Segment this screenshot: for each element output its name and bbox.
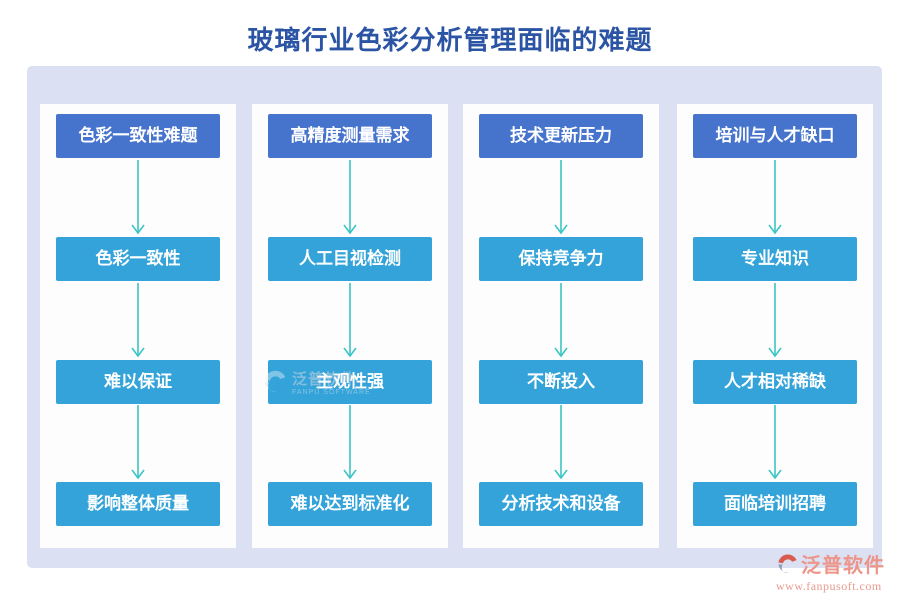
flow-box: 难以达到标准化	[268, 482, 432, 526]
flow-box: 色彩一致性难题	[56, 114, 220, 158]
flow-column-2: 高精度测量需求 人工目视检测 主观性强 难以达到标准化	[252, 104, 448, 548]
down-arrow-icon	[554, 283, 568, 358]
flow-box: 培训与人才缺口	[693, 114, 857, 158]
down-arrow-icon	[554, 405, 568, 480]
down-arrow-icon	[131, 283, 145, 358]
down-arrow-icon	[554, 160, 568, 235]
footer-brand-logo: 泛普软件 www.fanpusoft.com	[776, 549, 894, 594]
fanpu-logo-icon	[778, 554, 797, 573]
page-title: 玻璃行业色彩分析管理面临的难题	[247, 25, 653, 55]
down-arrow-icon	[343, 160, 357, 235]
down-arrow-icon	[131, 405, 145, 480]
flow-box: 人才相对稀缺	[693, 360, 857, 404]
down-arrow-icon	[768, 283, 782, 358]
flow-box: 色彩一致性	[56, 237, 220, 281]
footer-brand-text: 泛普软件	[801, 555, 885, 577]
down-arrow-icon	[768, 160, 782, 235]
flow-box: 难以保证	[56, 360, 220, 404]
flow-box: 分析技术和设备	[479, 482, 643, 526]
down-arrow-icon	[343, 283, 357, 358]
flow-box: 高精度测量需求	[268, 114, 432, 158]
down-arrow-icon	[131, 160, 145, 235]
footer-brand-url: www.fanpusoft.com	[776, 579, 882, 593]
down-arrow-icon	[768, 405, 782, 480]
flow-box: 专业知识	[693, 237, 857, 281]
flow-box: 保持竞争力	[479, 237, 643, 281]
down-arrow-icon	[343, 405, 357, 480]
flow-column-4: 培训与人才缺口 专业知识 人才相对稀缺 面临培训招聘	[677, 104, 873, 548]
flow-box: 技术更新压力	[479, 114, 643, 158]
flow-box: 人工目视检测	[268, 237, 432, 281]
diagram-panel: 色彩一致性难题 色彩一致性 难以保证 影响整体质量 高精度测量需求 人工目视检测…	[27, 66, 882, 568]
flow-box: 不断投入	[479, 360, 643, 404]
flow-box: 主观性强	[268, 360, 432, 404]
flow-column-1: 色彩一致性难题 色彩一致性 难以保证 影响整体质量	[40, 104, 236, 548]
flow-column-3: 技术更新压力 保持竞争力 不断投入 分析技术和设备	[463, 104, 659, 548]
flow-box: 影响整体质量	[56, 482, 220, 526]
flow-box: 面临培训招聘	[693, 482, 857, 526]
